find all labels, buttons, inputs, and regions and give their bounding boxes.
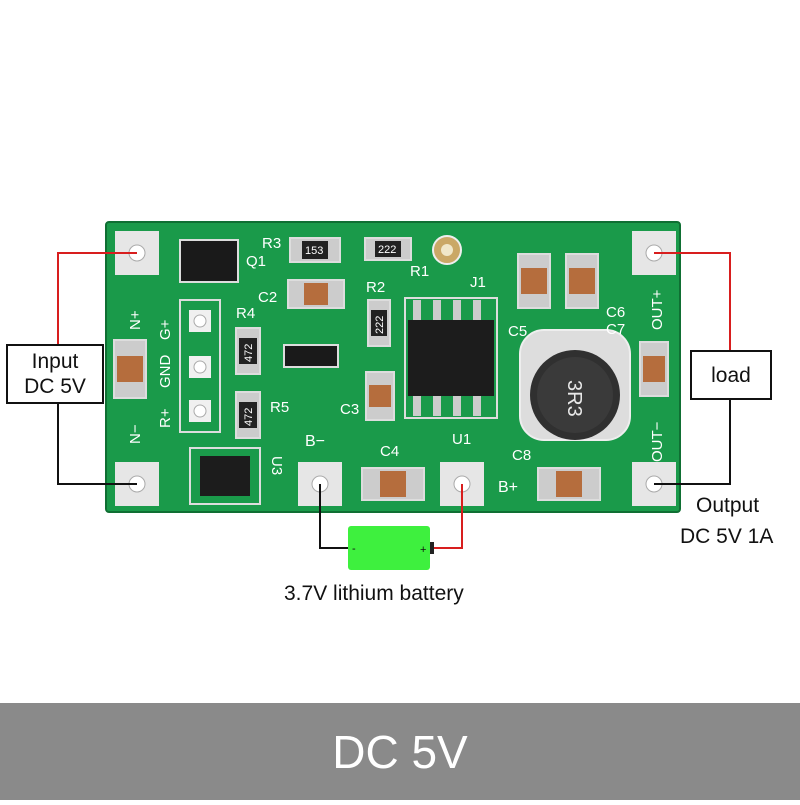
silk-c4: C4 [380, 443, 399, 460]
output-label-line1: Output [696, 494, 760, 517]
silk-r1: R1 [410, 263, 429, 280]
wire-input-minus [57, 402, 137, 485]
silk-c6: C6 [606, 304, 625, 321]
battery-minus-sign: - [352, 543, 356, 555]
soic8-chip [404, 297, 498, 419]
wire-output-plus [654, 252, 731, 350]
battery-plus-sign: + [420, 544, 426, 556]
silk-u3: U3 [268, 456, 285, 475]
wire-output-minus [654, 398, 731, 485]
mark-472-top: 472 [243, 344, 255, 362]
input-label-line2: DC 5V [24, 375, 86, 398]
silk-r3: R3 [262, 235, 281, 252]
inductor [519, 329, 631, 441]
battery: - + [348, 526, 434, 570]
silk-n-minus: N− [127, 424, 144, 444]
silk-out-plus: OUT+ [649, 289, 666, 330]
battery-label: 3.7V lithium battery [284, 582, 464, 605]
silk-c8: C8 [512, 447, 531, 464]
silk-n-plus: N+ [127, 310, 144, 330]
mark-inductor: 3R3 [563, 380, 585, 417]
footer-bar: DC 5V [0, 703, 800, 800]
silk-c2: C2 [258, 289, 277, 306]
mark-153: 153 [305, 245, 323, 257]
q1-transistor [179, 239, 239, 283]
mark-222-top: 222 [378, 244, 396, 256]
mark-222-mid: 222 [374, 316, 386, 334]
silk-b-minus: B− [305, 433, 325, 450]
wire-input-plus [57, 252, 137, 344]
silk-b-plus: B+ [498, 479, 518, 496]
silk-r2: R2 [366, 279, 385, 296]
silk-out-minus: OUT− [649, 421, 666, 462]
input-label-box: Input DC 5V [6, 344, 104, 404]
silk-r5: R5 [270, 399, 289, 416]
output-label-line2: DC 5V 1A [680, 525, 774, 548]
input-label-line1: Input [31, 350, 79, 373]
silk-g-plus: G+ [157, 319, 174, 340]
load-label: load [711, 363, 751, 387]
load-label-box: load [690, 350, 772, 400]
silk-q1: Q1 [246, 253, 266, 270]
header-pins [179, 299, 221, 433]
silk-j1: J1 [470, 274, 486, 291]
u3-chip [189, 447, 261, 505]
silk-c7: C7 [606, 321, 625, 338]
wire-battery-plus [432, 484, 463, 549]
wire-battery-minus [319, 484, 348, 549]
silk-u1: U1 [452, 431, 471, 448]
silk-r-plus: R+ [157, 408, 174, 428]
silk-gnd: GND [157, 355, 174, 389]
footer-title: DC 5V [332, 725, 468, 778]
mark-472-bot: 472 [243, 408, 255, 426]
silk-c5: C5 [508, 323, 527, 340]
silk-c3: C3 [340, 401, 359, 418]
silk-r4: R4 [236, 305, 255, 322]
diode [283, 344, 339, 368]
